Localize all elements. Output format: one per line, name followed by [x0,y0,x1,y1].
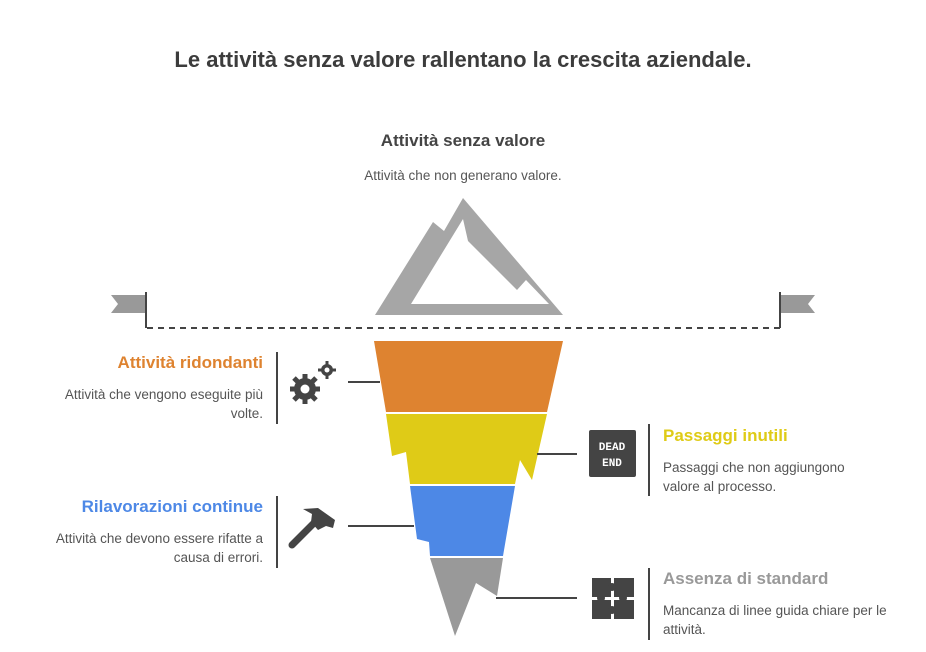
layer-1-desc: Attività che vengono eseguite più volte. [64,387,263,421]
layer-2-text: Passaggi inutili Passaggi che non aggiun… [663,426,883,496]
layer-3-title: Rilavorazioni continue [81,497,263,516]
puzzle-icon [592,578,634,619]
layer-4-title: Assenza di standard [663,569,829,588]
top-desc: Attività che non generano valore. [364,168,562,183]
flag-left [111,292,147,328]
layer-3-desc: Attività che devono essere rifatte a cau… [55,531,263,565]
layer-1-title: Attività ridondanti [117,353,263,372]
svg-text:END: END [602,458,622,470]
layer-4-desc: Mancanza di linee guida chiare per le at… [663,603,887,637]
gears-icon [290,361,336,404]
iceberg-tip [375,198,563,315]
layer-3-text: Rilavorazioni continue Attività che devo… [20,497,263,567]
layer-2-band [386,414,547,484]
layer-2-title: Passaggi inutili [663,426,788,445]
layer-3-band [410,486,515,556]
layer-4-band [430,558,503,636]
layer-4-text: Assenza di standard Mancanza di linee gu… [663,569,903,639]
layer-2-bar [648,424,650,496]
layer-1-bar [276,352,278,424]
layer-2-desc: Passaggi che non aggiungono valore al pr… [663,460,845,494]
layer-4-bar [648,568,650,640]
hammer-icon [288,508,335,549]
page-title: Le attività senza valore rallentano la c… [174,47,752,72]
layer-3-bar [276,496,278,568]
layer-1-text: Attività ridondanti Attività che vengono… [60,353,263,423]
svg-text:DEAD: DEAD [599,442,626,454]
layer-1-band [374,341,563,412]
top-title: Attività senza valore [380,131,546,150]
dead-end-icon: DEAD END [589,430,636,477]
flag-right [779,292,815,328]
